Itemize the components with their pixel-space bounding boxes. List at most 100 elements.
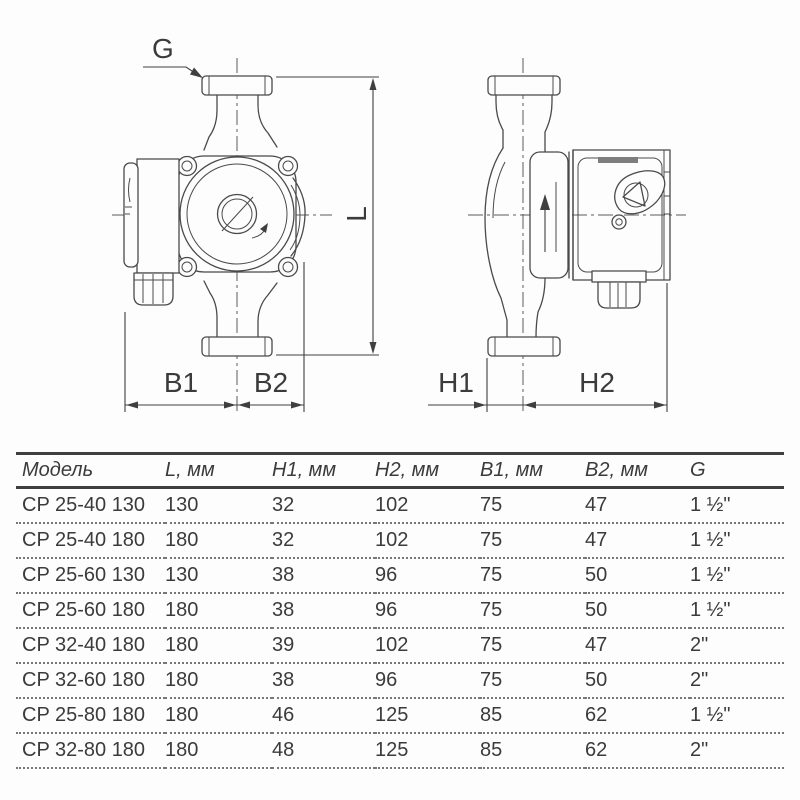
model-cell: CP 25-40 180 <box>22 529 146 551</box>
table-row: CP 25-80 180 180 46 125 85 62 1 ½" <box>16 698 784 733</box>
value-cell: 180 <box>165 704 199 726</box>
value-cell: 50 <box>585 599 608 621</box>
value-cell: 75 <box>480 529 503 551</box>
value-cell: 75 <box>480 599 503 621</box>
value-cell: 38 <box>272 564 295 586</box>
col-g: G <box>690 459 706 481</box>
value-cell: 46 <box>272 704 295 726</box>
rotation-arrow-icon <box>251 223 268 239</box>
table-row: CP 32-60 180 180 38 96 75 50 2" <box>16 663 784 698</box>
front-bottom-flange <box>201 336 273 357</box>
value-cell: 50 <box>585 669 608 691</box>
value-cell: 180 <box>165 669 199 691</box>
value-cell: 1 ½" <box>690 494 731 516</box>
shaft-hub-outer <box>216 193 258 235</box>
value-cell: 102 <box>375 494 409 516</box>
b1-label: B1 <box>164 367 198 398</box>
value-cell: 50 <box>585 564 608 586</box>
value-cell: 75 <box>480 494 503 516</box>
col-h1: H1, мм <box>272 459 337 481</box>
value-cell: 96 <box>375 599 398 621</box>
table-row: CP 25-60 130 130 38 96 75 50 1 ½" <box>16 558 784 593</box>
h2-label: H2 <box>579 367 615 398</box>
spec-table: Модель L, мм H1, мм H2, мм B1, мм B2, мм… <box>16 452 784 769</box>
speed-knob <box>614 170 666 215</box>
h1-label: H1 <box>438 367 474 398</box>
value-cell: 1 ½" <box>690 529 731 551</box>
pump-face-inner-circle <box>186 163 288 265</box>
g-label: G <box>152 33 174 64</box>
value-cell: 125 <box>375 704 409 726</box>
dimension-g: G <box>143 33 203 78</box>
value-cell: 180 <box>165 739 199 761</box>
value-cell: 85 <box>480 704 503 726</box>
table-row: CP 25-40 130 130 32 102 75 47 1 ½" <box>16 488 784 523</box>
col-b1: B1, мм <box>480 459 543 481</box>
value-cell: 32 <box>272 494 295 516</box>
model-cell: CP 32-80 180 <box>22 739 146 761</box>
value-cell: 96 <box>375 669 398 691</box>
value-cell: 47 <box>585 529 608 551</box>
shaft-slot <box>221 196 254 232</box>
value-cell: 2" <box>690 739 709 761</box>
value-cell: 2" <box>690 634 709 656</box>
vent-slot <box>598 157 638 163</box>
model-cell: CP 25-60 180 <box>22 599 146 621</box>
value-cell: 180 <box>165 599 199 621</box>
side-cable-glands <box>591 270 647 309</box>
dimension-h1-h2: H1 H2 <box>428 283 668 412</box>
value-cell: 38 <box>272 669 295 691</box>
table-row: CP 25-60 180 180 38 96 75 50 1 ½" <box>16 593 784 628</box>
value-cell: 1 ½" <box>690 599 731 621</box>
value-cell: 48 <box>272 739 295 761</box>
col-b2: B2, мм <box>585 459 648 481</box>
value-cell: 102 <box>375 529 409 551</box>
screw-icon <box>611 214 627 230</box>
dimension-l: L <box>276 76 379 356</box>
value-cell: 75 <box>480 634 503 656</box>
l-label: L <box>341 206 372 222</box>
value-cell: 62 <box>585 704 608 726</box>
value-cell: 96 <box>375 564 398 586</box>
front-view <box>112 58 332 414</box>
value-cell: 32 <box>272 529 295 551</box>
value-cell: 85 <box>480 739 503 761</box>
side-view <box>468 58 686 414</box>
value-cell: 130 <box>165 564 199 586</box>
header-row: Модель L, мм H1, мм H2, мм B1, мм B2, мм… <box>16 453 784 488</box>
value-cell: 47 <box>585 634 608 656</box>
model-cell: CP 25-60 130 <box>22 564 146 586</box>
model-cell: CP 32-40 180 <box>22 634 146 656</box>
cable-gland <box>133 272 174 306</box>
bolt-ears <box>176 155 299 278</box>
value-cell: 38 <box>272 599 295 621</box>
b2-label: B2 <box>254 367 288 398</box>
table-row: CP 32-80 180 180 48 125 85 62 2" <box>16 733 784 768</box>
value-cell: 75 <box>480 564 503 586</box>
value-cell: 180 <box>165 529 199 551</box>
terminal-box <box>123 158 180 274</box>
flow-direction-arrow-icon <box>540 194 550 252</box>
side-bottom-flange <box>487 336 561 357</box>
model-cell: CP 25-80 180 <box>22 704 146 726</box>
shaft-hub-inner <box>221 198 253 230</box>
value-cell: 62 <box>585 739 608 761</box>
value-cell: 1 ½" <box>690 564 731 586</box>
value-cell: 2" <box>690 669 709 691</box>
col-h2: H2, мм <box>375 459 440 481</box>
value-cell: 75 <box>480 669 503 691</box>
dimension-b1-b2: B1 B2 <box>124 262 305 412</box>
value-cell: 39 <box>272 634 295 656</box>
value-cell: 47 <box>585 494 608 516</box>
col-model: Модель <box>22 459 94 481</box>
volute-profile <box>484 147 508 338</box>
pump-face-plate <box>529 151 569 279</box>
col-l: L, мм <box>165 459 215 481</box>
table-row: CP 25-40 180 180 32 102 75 47 1 ½" <box>16 523 784 558</box>
value-cell: 130 <box>165 494 199 516</box>
value-cell: 1 ½" <box>690 704 731 726</box>
pump-drawing: G L B1 B2 H1 H2 <box>112 33 686 414</box>
side-top-flange <box>487 75 561 96</box>
value-cell: 125 <box>375 739 409 761</box>
